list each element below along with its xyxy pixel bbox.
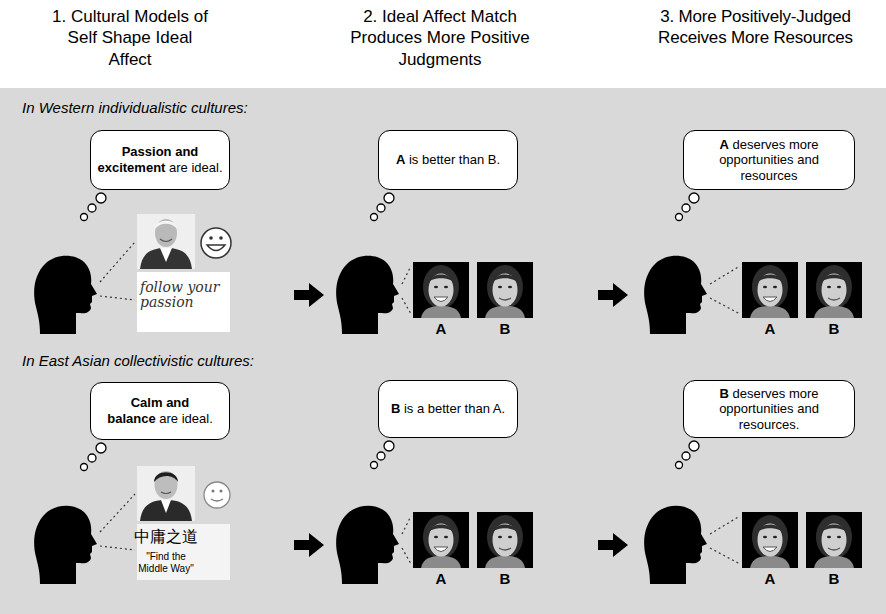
smiley-icon (201, 228, 231, 258)
column-heading: 1. Cultural Models of Self Shape Ideal A… (49, 6, 211, 70)
face-label: A (760, 320, 780, 337)
slogan-translation: "Find the Middle Way" (131, 551, 201, 574)
thought-text: are ideal. (169, 160, 222, 175)
thought-bubble: Calm and balanceare ideal. (90, 382, 230, 440)
emphasis-text: B (720, 386, 729, 401)
thought-bubble: Passion and excitementare ideal. (90, 130, 230, 190)
bubble-text: Calm and balanceare ideal. (97, 395, 223, 426)
thought-text: deserves more opportunities and resource… (719, 386, 819, 432)
bubble-text: Bdeserves more opportunities and resourc… (698, 386, 840, 433)
bubble-text: Adeserves more opportunities and resourc… (698, 137, 840, 184)
stage-arrows (294, 283, 628, 557)
face-label: B (495, 320, 515, 337)
head-silhouettes (34, 256, 707, 584)
emphasis-text: A (720, 137, 729, 152)
background-panel (0, 88, 886, 614)
smiley-icon (204, 482, 230, 508)
slogan-text: 中庸之道 (126, 527, 206, 548)
leader-photo (137, 214, 195, 269)
thought-text: are ideal. (159, 411, 212, 426)
slogan-card (137, 272, 230, 332)
column-heading: 2. Ideal Affect Match Produces More Posi… (345, 6, 535, 70)
emphasis-text: A (396, 152, 405, 167)
emphasis-text: B (391, 401, 400, 416)
thought-trails (81, 193, 700, 471)
thought-bubble: Bdeserves more opportunities and resourc… (683, 380, 855, 438)
column-heading: 3. More Positively-Judged Receives More … (657, 6, 854, 49)
thought-text: deserves more opportunities and resource… (719, 137, 819, 183)
face-label: B (824, 570, 844, 587)
face-label: A (431, 320, 451, 337)
thought-bubble: Ais better than B. (378, 130, 518, 190)
thought-text: is better than B. (409, 152, 500, 167)
row-heading: In Western individualistic cultures: (22, 99, 422, 116)
slogan-text: follow your passion (140, 280, 228, 311)
row-heading: In East Asian collectivistic cultures: (22, 352, 422, 369)
face-label: B (495, 570, 515, 587)
bubble-text: Bis a better than A. (391, 401, 505, 417)
face-label: A (760, 570, 780, 587)
face-label: B (824, 320, 844, 337)
bubble-text: Passion and excitementare ideal. (97, 144, 223, 175)
face-label: A (431, 570, 451, 587)
leader-photo (137, 466, 195, 521)
thought-text: is a better than A. (404, 401, 505, 416)
bubble-text: Ais better than B. (396, 152, 500, 168)
thought-bubble: Bis a better than A. (378, 380, 518, 438)
thought-bubble: Adeserves more opportunities and resourc… (683, 130, 855, 190)
